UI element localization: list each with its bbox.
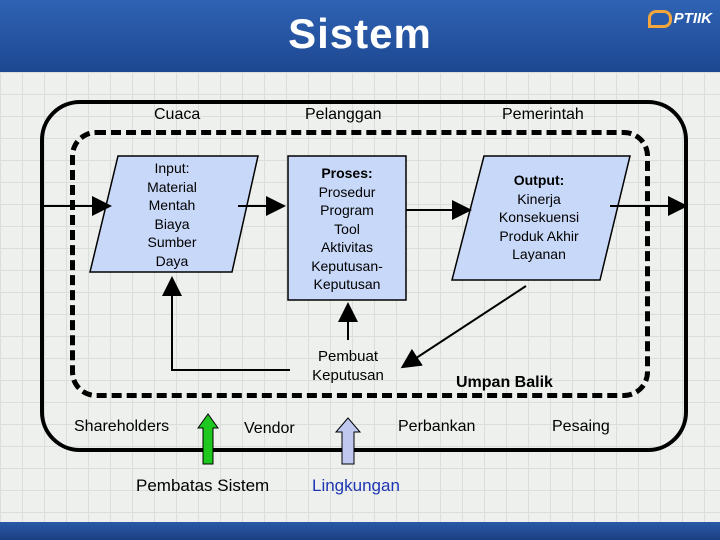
process-item: Program <box>320 202 374 218</box>
process-text: Proses: Prosedur Program Tool Aktivitas … <box>290 164 404 294</box>
output-item: Kinerja <box>517 190 561 207</box>
env-perbankan: Perbankan <box>398 418 476 435</box>
process-item: Keputusan <box>313 276 381 292</box>
feedback-label: Umpan Balik <box>456 374 553 391</box>
input-item: Material <box>147 178 197 195</box>
input-text: Input: Material Mentah Biaya Sumber Daya <box>132 159 212 270</box>
input-item: Biaya <box>154 215 190 232</box>
output-box <box>451 155 631 281</box>
boundary-arrow <box>197 413 219 465</box>
output-item: Konsekuensi <box>498 209 580 225</box>
input-heading: Input: <box>154 160 190 176</box>
process-box <box>287 155 407 301</box>
process-heading: Proses: <box>321 165 373 181</box>
process-item: Tool <box>334 220 360 237</box>
slide-title: Sistem <box>288 10 432 57</box>
output-heading: Output: <box>513 172 565 188</box>
input-box <box>89 155 259 273</box>
system-boundary <box>70 130 650 398</box>
input-item: Sumber <box>147 234 197 250</box>
env-pesaing: Pesaing <box>552 418 610 435</box>
legend-environment: Lingkungan <box>312 476 400 495</box>
env-shareholders: Shareholders <box>74 418 170 435</box>
process-item: Prosedur <box>318 183 376 200</box>
ptiik-logo: PTIIK <box>647 10 712 29</box>
logo-text: PTIIK <box>673 10 712 27</box>
env-pemerintah: Pemerintah <box>502 106 584 123</box>
process-item: Keputusan- <box>311 257 383 274</box>
title-bar <box>0 0 720 72</box>
feedback-line-left <box>162 276 290 371</box>
process-item: Aktivitas <box>320 239 374 255</box>
env-vendor: Vendor <box>244 420 295 437</box>
decision-line: Pembuat <box>317 348 379 365</box>
env-pelanggan: Pelanggan <box>305 106 382 123</box>
footer-bar <box>0 522 720 540</box>
feedback-line-right <box>400 330 540 372</box>
env-cuaca: Cuaca <box>154 106 201 123</box>
output-text: Output: Kinerja Konsekuensi Produk Akhir… <box>480 171 598 264</box>
arrow-output-decision <box>400 285 527 369</box>
environment-boundary <box>40 100 688 452</box>
output-item: Produk Akhir <box>499 227 579 244</box>
decision-line: Keputusan <box>312 366 384 384</box>
input-item: Daya <box>155 252 189 269</box>
decision-maker: Pembuat Keputusan <box>296 348 400 385</box>
input-item: Mentah <box>148 197 196 213</box>
ptiik-logo-icon <box>647 10 672 29</box>
environment-arrow <box>334 417 362 465</box>
output-item: Layanan <box>512 246 566 262</box>
legend-boundary: Pembatas Sistem <box>136 476 270 495</box>
